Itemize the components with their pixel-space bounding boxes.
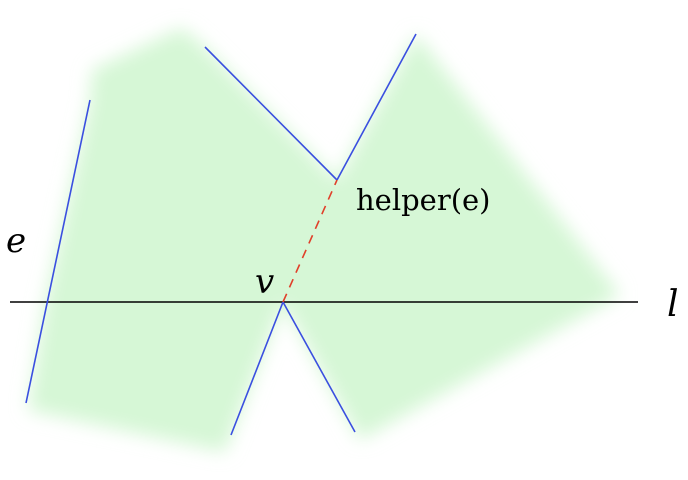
polygon-interior-region bbox=[28, 28, 620, 452]
edge-e bbox=[25, 99, 91, 404]
helper-e-label: helper(e) bbox=[356, 183, 491, 217]
vertex-v-label: v bbox=[255, 262, 274, 302]
sweep-line-l-label: l bbox=[667, 284, 679, 325]
upper-edge bbox=[204, 46, 338, 181]
edge-e-label: e bbox=[6, 221, 26, 261]
lower-left-edge bbox=[230, 301, 284, 436]
helper-diagonal bbox=[282, 179, 338, 303]
helper-vertex-edge bbox=[336, 33, 417, 181]
lower-right-edge bbox=[282, 301, 356, 433]
